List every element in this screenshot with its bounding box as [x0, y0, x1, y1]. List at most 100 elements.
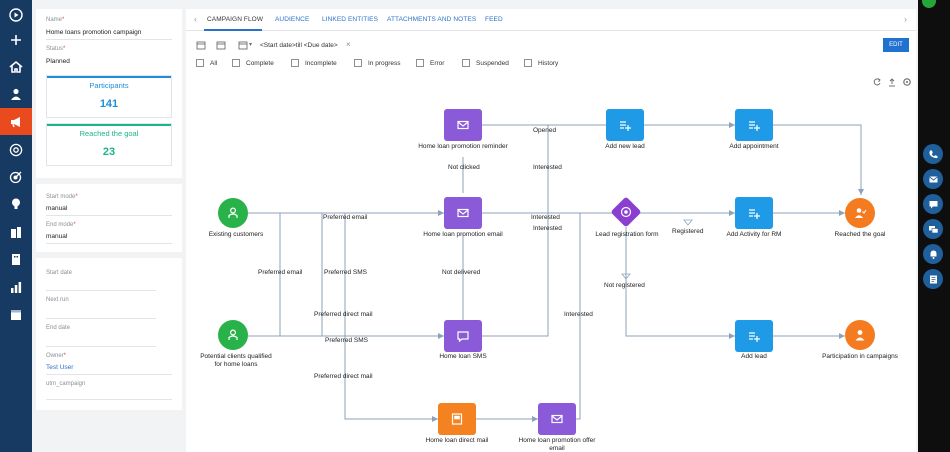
checkbox[interactable]	[354, 59, 362, 67]
filter-suspended[interactable]: Suspended	[462, 59, 509, 67]
chevron-left-icon[interactable]: ‹	[194, 14, 197, 24]
calendar-icon[interactable]	[0, 302, 32, 326]
tab-linked-entities[interactable]: LINKED ENTITIES	[322, 16, 379, 23]
notification-icon[interactable]	[923, 244, 943, 264]
bar-chart-icon[interactable]	[0, 275, 32, 299]
offer-email-node[interactable]	[538, 403, 576, 435]
goal-metric[interactable]: Reached the goal 23	[46, 123, 172, 166]
tab-audience[interactable]: AUDIENCE	[275, 16, 310, 23]
start-mode-field[interactable]: manual	[46, 205, 68, 212]
add-appointment-node[interactable]	[735, 109, 773, 141]
promotion-email-label: Home loan promotion email	[423, 231, 503, 238]
plus-icon[interactable]	[0, 28, 32, 52]
flow-connectors	[246, 122, 864, 422]
filter-incomplete[interactable]: Incomplete	[291, 59, 337, 67]
filter-error[interactable]: Error	[416, 59, 444, 67]
feed-icon[interactable]	[923, 269, 943, 289]
start-date-field[interactable]	[46, 290, 156, 291]
megaphone-icon[interactable]	[0, 108, 32, 135]
end-date-field[interactable]	[46, 346, 156, 347]
chat-icon[interactable]	[923, 194, 943, 214]
start-mode-label: Start mode*	[46, 194, 78, 200]
home-icon[interactable]	[0, 55, 32, 79]
participants-metric[interactable]: Participants 141	[46, 75, 172, 118]
add-activity-node[interactable]	[735, 197, 773, 229]
buildings-icon[interactable]	[0, 220, 32, 244]
run-mode-card: Start mode* manual End mode* manual	[36, 184, 182, 252]
add-new-lead-node[interactable]	[606, 109, 644, 141]
reminder-email-node[interactable]	[444, 109, 482, 141]
edge-label-not-clicked: Not clicked	[448, 164, 480, 171]
tab-campaign-flow[interactable]: CAMPAIGN FLOW	[207, 16, 264, 23]
existing-customers-label: Existing customers	[208, 231, 264, 238]
next-run-field[interactable]	[46, 318, 156, 319]
clear-icon[interactable]: ×	[346, 40, 351, 49]
tab-attachments-notes[interactable]: ATTACHMENTS AND NOTES	[387, 16, 477, 23]
status-field[interactable]: Planned	[46, 58, 70, 65]
checkbox[interactable]	[232, 59, 240, 67]
chevron-down-icon[interactable]: ▾	[249, 42, 253, 48]
export-icon[interactable]	[887, 77, 897, 87]
filter-all[interactable]: All	[196, 59, 217, 67]
checkbox[interactable]	[524, 59, 532, 67]
metric-accent	[47, 76, 171, 78]
edge-label-preferred-direct-mail: Preferred direct mail	[314, 311, 373, 318]
campaign-flow-diagram: Existing customers Potential clients qua…	[186, 9, 916, 452]
reached-goal-node[interactable]	[845, 198, 875, 228]
reminder-email-label: Home loan promotion reminder	[418, 143, 508, 150]
filter-label: In progress	[368, 59, 401, 67]
potential-clients-node[interactable]	[218, 320, 248, 350]
checkbox[interactable]	[291, 59, 299, 67]
name-label: Name*	[46, 17, 65, 23]
start-date-label: Start date	[46, 270, 73, 276]
status-label: Status*	[46, 46, 66, 52]
existing-customers-node[interactable]	[218, 198, 248, 228]
add-lead-node[interactable]	[735, 320, 773, 352]
building-icon[interactable]	[0, 247, 32, 271]
filter-complete[interactable]: Complete	[232, 59, 274, 67]
edge-label-opened: Opened	[533, 127, 557, 134]
utm-campaign-label: utm_campaign	[46, 381, 86, 387]
end-date-label: End date	[46, 325, 71, 331]
filter-label: Complete	[246, 59, 274, 67]
edit-button[interactable]: EDIT	[883, 38, 909, 52]
undo-icon[interactable]	[872, 77, 882, 87]
bulb-icon[interactable]	[0, 192, 32, 216]
at-icon[interactable]	[0, 138, 32, 162]
utm-campaign-field[interactable]	[46, 399, 172, 400]
filter-history[interactable]: History	[524, 59, 558, 67]
direct-mail-node[interactable]	[438, 403, 476, 435]
date-range-text[interactable]: <Start date>till <Due date>	[260, 42, 338, 49]
edge-label-not-registered: Not registered	[604, 282, 645, 289]
checkbox[interactable]	[462, 59, 470, 67]
owner-field[interactable]: Test User	[46, 364, 74, 371]
right-action-bar	[918, 0, 950, 452]
target-icon[interactable]	[0, 165, 32, 189]
main-panel: ‹ CAMPAIGN FLOW AUDIENCE LINKED ENTITIES…	[186, 9, 916, 452]
filter-label: Incomplete	[305, 59, 337, 67]
participants-label: Participants	[89, 81, 129, 90]
form-icon	[620, 206, 632, 218]
checkbox[interactable]	[196, 59, 204, 67]
tab-feed[interactable]: FEED	[485, 16, 503, 23]
messages-icon[interactable]	[923, 219, 943, 239]
name-field[interactable]: Home loans promotion campaign	[46, 29, 142, 36]
chevron-right-icon[interactable]: ›	[904, 14, 907, 24]
settings-icon[interactable]	[902, 77, 912, 87]
calendar-period-icon[interactable]	[238, 40, 248, 50]
phone-icon[interactable]	[923, 144, 943, 164]
play-icon[interactable]	[0, 3, 32, 27]
edge-label-preferred-sms: Preferred SMS	[325, 337, 368, 344]
add-activity-label: Add Activity for RM	[726, 231, 782, 238]
email-icon[interactable]	[923, 169, 943, 189]
checkbox[interactable]	[416, 59, 424, 67]
user-icon[interactable]	[0, 82, 32, 106]
promotion-email-node[interactable]	[444, 197, 482, 229]
filter-in-progress[interactable]: In progress	[354, 59, 401, 67]
participation-node[interactable]	[845, 320, 875, 350]
calendar-start-icon[interactable]	[196, 40, 206, 50]
calendar-end-icon[interactable]	[216, 40, 226, 50]
end-mode-field[interactable]: manual	[46, 233, 68, 240]
sms-node[interactable]	[444, 320, 482, 352]
